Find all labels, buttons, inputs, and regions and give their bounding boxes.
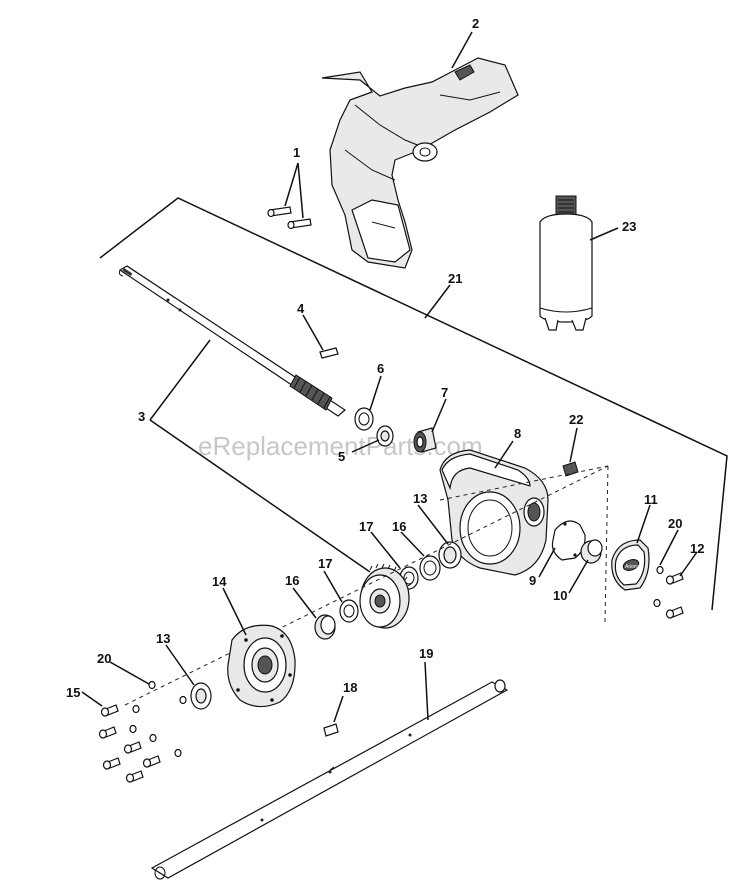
bearing-lower-part: [314, 614, 336, 640]
logo-text: Ariens: [625, 564, 640, 570]
callout-10: 10: [553, 588, 567, 603]
shaft-centerline: [124, 465, 609, 706]
leader-lines: [81, 31, 698, 723]
callout-20-right: 20: [668, 516, 682, 531]
oil-seal-upper-part: [438, 541, 462, 569]
callout-13-lower: 13: [156, 631, 170, 646]
cover-plate-part: [227, 624, 296, 708]
callout-22: 22: [569, 412, 583, 427]
callout-15: 15: [66, 685, 80, 700]
housing-outline: [439, 465, 609, 623]
bearing-small-part: [376, 425, 394, 447]
callout-17-upper: 17: [359, 519, 373, 534]
bearing-upper-part: [419, 555, 441, 581]
callout-17-lower: 17: [318, 556, 332, 571]
kit-bracket: [99, 197, 728, 611]
oil-seal-lower-part: [190, 682, 212, 710]
callout-5: 5: [338, 449, 345, 464]
callout-2: 2: [472, 16, 479, 31]
callout-23: 23: [622, 219, 636, 234]
washer-lower-part: [339, 599, 359, 623]
callout-20-left: 20: [97, 651, 111, 666]
bushing-part: [580, 539, 603, 564]
thrust-washer-part: [354, 407, 374, 431]
callout-8: 8: [514, 426, 521, 441]
left-fasteners: [98, 680, 187, 783]
callout-18: 18: [343, 680, 357, 695]
callout-13-upper: 13: [413, 491, 427, 506]
callout-3: 3: [138, 409, 145, 424]
worm-gear-part: [359, 563, 412, 629]
impeller-part: [321, 57, 519, 269]
auger-shaft-part: [150, 679, 509, 880]
callout-11: 11: [644, 492, 658, 507]
callout-9: 9: [529, 573, 536, 588]
collar-part: [413, 427, 437, 453]
callout-21: 21: [448, 271, 462, 286]
grease-fitting-part: [562, 461, 579, 477]
woodruff-key-part: [319, 347, 339, 359]
square-key-part: [323, 723, 339, 737]
shear-pins-part: [267, 206, 312, 230]
callout-16-lower: 16: [285, 573, 299, 588]
callout-6: 6: [377, 361, 384, 376]
callout-7: 7: [441, 385, 448, 400]
callout-4: 4: [297, 301, 305, 316]
right-fasteners: [653, 565, 684, 619]
callout-12: 12: [690, 541, 704, 556]
worm-shaft-part: [118, 265, 346, 417]
end-cover-part: Ariens: [611, 539, 650, 591]
grease-bottle-part: [539, 195, 593, 331]
callout-16-upper: 16: [392, 519, 406, 534]
callouts: 1 2 3 4 5 6 7 8 9 10 11 12 13 13 14 15 1…: [66, 16, 704, 700]
callout-14: 14: [212, 574, 227, 589]
callout-1: 1: [293, 145, 300, 160]
gasket-small-part: [551, 520, 586, 561]
callout-19: 19: [419, 646, 433, 661]
